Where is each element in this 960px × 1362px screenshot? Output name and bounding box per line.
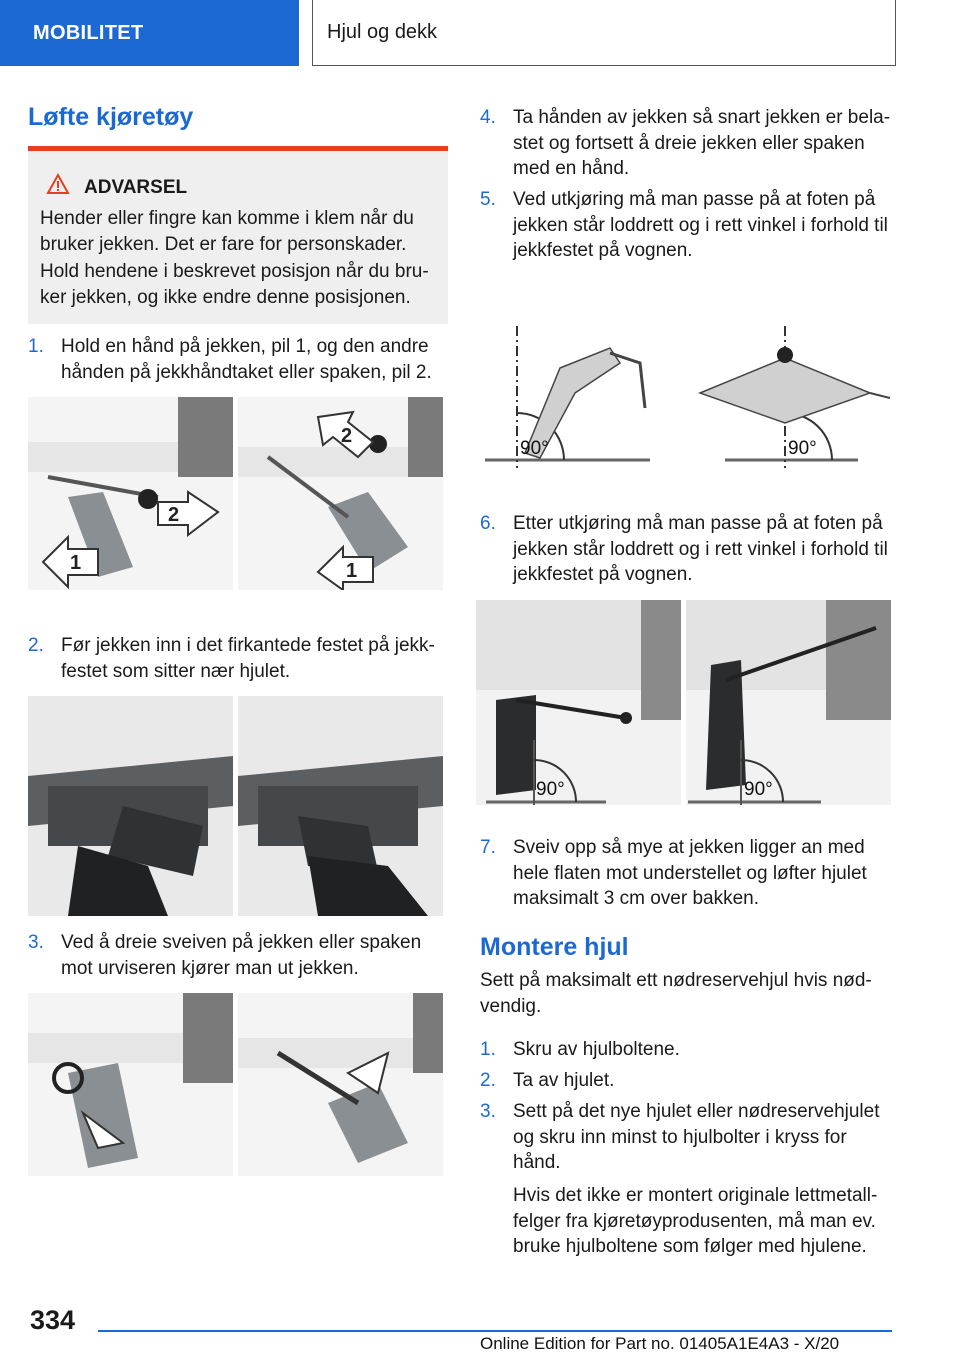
figure-jack-socket (28, 696, 443, 916)
step-number: 2. (28, 635, 44, 656)
figure-jack-hands: 1 2 2 1 (28, 397, 443, 590)
step-number: 3. (28, 932, 44, 953)
step-number: 4. (480, 107, 496, 128)
arrow-label: 1 (346, 560, 357, 582)
warning-title: ADVARSEL (84, 177, 188, 198)
step-text: Ved å dreie sveiven på jekken eller spak… (61, 932, 422, 979)
step-text: Før jekken inn i det firkantede festet p… (61, 635, 435, 682)
angle-label: 90° (788, 438, 817, 459)
angle-label: 90° (744, 779, 773, 800)
step-number: 7. (480, 837, 496, 858)
step-1: 1. Hold en hånd på jekken, pil 1, og den… (28, 334, 440, 385)
arrow-label: 1 (70, 552, 81, 574)
edition-text: Online Edition for Part no. 01405A1E4A3 … (480, 1334, 840, 1353)
step-number: 5. (480, 189, 496, 210)
step-number: 3. (480, 1101, 496, 1122)
mount-step-2: 2. Ta av hjulet. (480, 1068, 892, 1094)
step-text: Ved utkjøring må man passe på at foten p… (513, 189, 888, 262)
step-text: Hold en hånd på jekken, pil 1, og den an… (61, 336, 432, 383)
mount-step-3: 3. Sett på det nye hjulet eller nødreser… (480, 1099, 892, 1176)
step-text: Sveiv opp så mye at jekken ligger an med… (513, 837, 867, 910)
step-number: 1. (28, 336, 44, 357)
step-text: Sett på det nye hjulet eller nødreserveh… (513, 1101, 880, 1174)
angle-label: 90° (536, 779, 565, 800)
arrow-label: 2 (341, 425, 352, 447)
warning-triangle-icon (46, 172, 70, 204)
arrow-label: 2 (168, 504, 179, 526)
step-text: Ta hånden av jekken så snart jekken er b… (513, 107, 891, 180)
figure-jack-angle-photos: 90° 90° (476, 600, 891, 805)
angle-label: 90° (520, 438, 549, 459)
section-heading-mount-wheel: Montere hjul (480, 933, 629, 961)
step-text: Skru av hjulboltene. (513, 1039, 680, 1060)
step-6: 6. Etter utkjøring må man passe på at fo… (480, 511, 892, 588)
warning-box: ADVARSEL Hender eller fingre kan komme i… (28, 146, 448, 324)
step-3: 3. Ved å dreie sveiven på jekken eller s… (28, 930, 440, 981)
mount-note: Hvis det ikke er montert originale lettm… (513, 1185, 878, 1258)
step-4: 4. Ta hånden av jekken så snart jekken e… (480, 105, 892, 182)
step-number: 2. (480, 1070, 496, 1091)
step-text: Etter utkjøring må man passe på at foten… (513, 513, 888, 586)
figure-jack-angle-diagram: 90° 90° (480, 318, 892, 468)
figure-crank-jack (28, 993, 443, 1176)
section-tab: MOBILITET (0, 0, 299, 66)
step-7: 7. Sveiv opp så mye at jekken ligger an … (480, 835, 892, 912)
warning-text: Hender eller fingre kan komme i klem når… (40, 207, 429, 309)
step-number: 1. (480, 1039, 496, 1060)
step-text: Ta av hjulet. (513, 1070, 615, 1091)
page-number: 334 (30, 1305, 76, 1335)
step-number: 6. (480, 513, 496, 534)
chapter-title: Hjul og dekk (312, 0, 896, 66)
mount-step-1: 1. Skru av hjulboltene. (480, 1037, 892, 1063)
step-2: 2. Før jekken inn i det firkantede feste… (28, 633, 440, 684)
page-heading: Løfte kjøretøy (28, 103, 194, 131)
footer-divider (98, 1330, 892, 1332)
mount-intro: Sett på maksimalt ett nødreservehjul hvi… (480, 970, 872, 1017)
step-5: 5. Ved utkjøring må man passe på at fote… (480, 187, 892, 264)
